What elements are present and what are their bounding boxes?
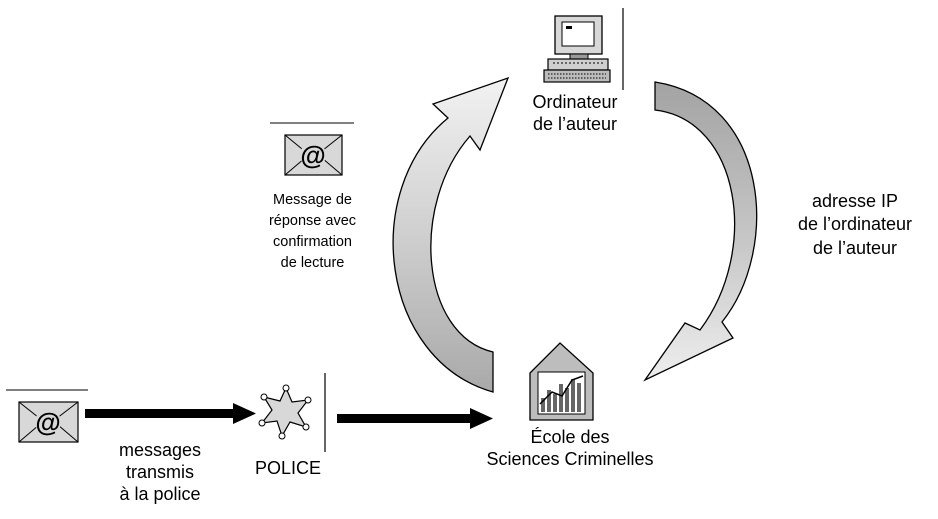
curved-arrow-ip-address [643,81,758,382]
reply-message-label: Message de réponse avec confirmation de … [250,190,375,274]
computer-label: Ordinateur de l’auteur [510,92,640,135]
curved-arrow-reply-message [392,76,510,393]
school-label-line-2: Sciences Criminelles [486,448,654,469]
ip-address-label: adresse IP de l’ordinateur de l’auteur [770,190,938,260]
at-symbol-reply: @ [300,140,325,170]
arrow-to-police [85,403,256,424]
transmitted-messages-label: messages transmis à la police [95,440,225,506]
transmitted-label-line-1: messages [118,440,202,460]
reply-message-label-line-1: Message de [273,192,352,208]
police-label-text: POLICE [254,458,322,478]
school-label: École des Sciences Criminelles [455,427,685,470]
at-symbol-incoming: @ [35,407,60,437]
email-reply-icon: @ [270,122,354,176]
transmitted-label-line-3: à la police [119,483,201,504]
police-label: POLICE [238,458,338,480]
arrow-to-school [337,408,493,429]
transmitted-label-line-2: transmis [125,461,194,482]
email-incoming-icon: @ [6,389,88,443]
police-star-icon [258,373,326,452]
school-label-line-1: École des [530,427,610,447]
reply-message-label-line-4: de lecture [280,255,345,272]
ip-address-label-line-2: de l’ordinateur [797,214,913,235]
reply-message-label-line-2: réponse avec [268,213,357,230]
computer-label-line-2: de l’auteur [532,113,618,134]
ip-address-label-line-3: de l’auteur [812,237,898,258]
reply-message-label-line-3: confirmation [273,234,352,251]
ip-address-label-line-1: adresse IP [811,191,899,211]
computer-label-line-1: Ordinateur [532,92,618,112]
computer-icon [543,8,624,90]
school-chart-icon [529,342,594,421]
